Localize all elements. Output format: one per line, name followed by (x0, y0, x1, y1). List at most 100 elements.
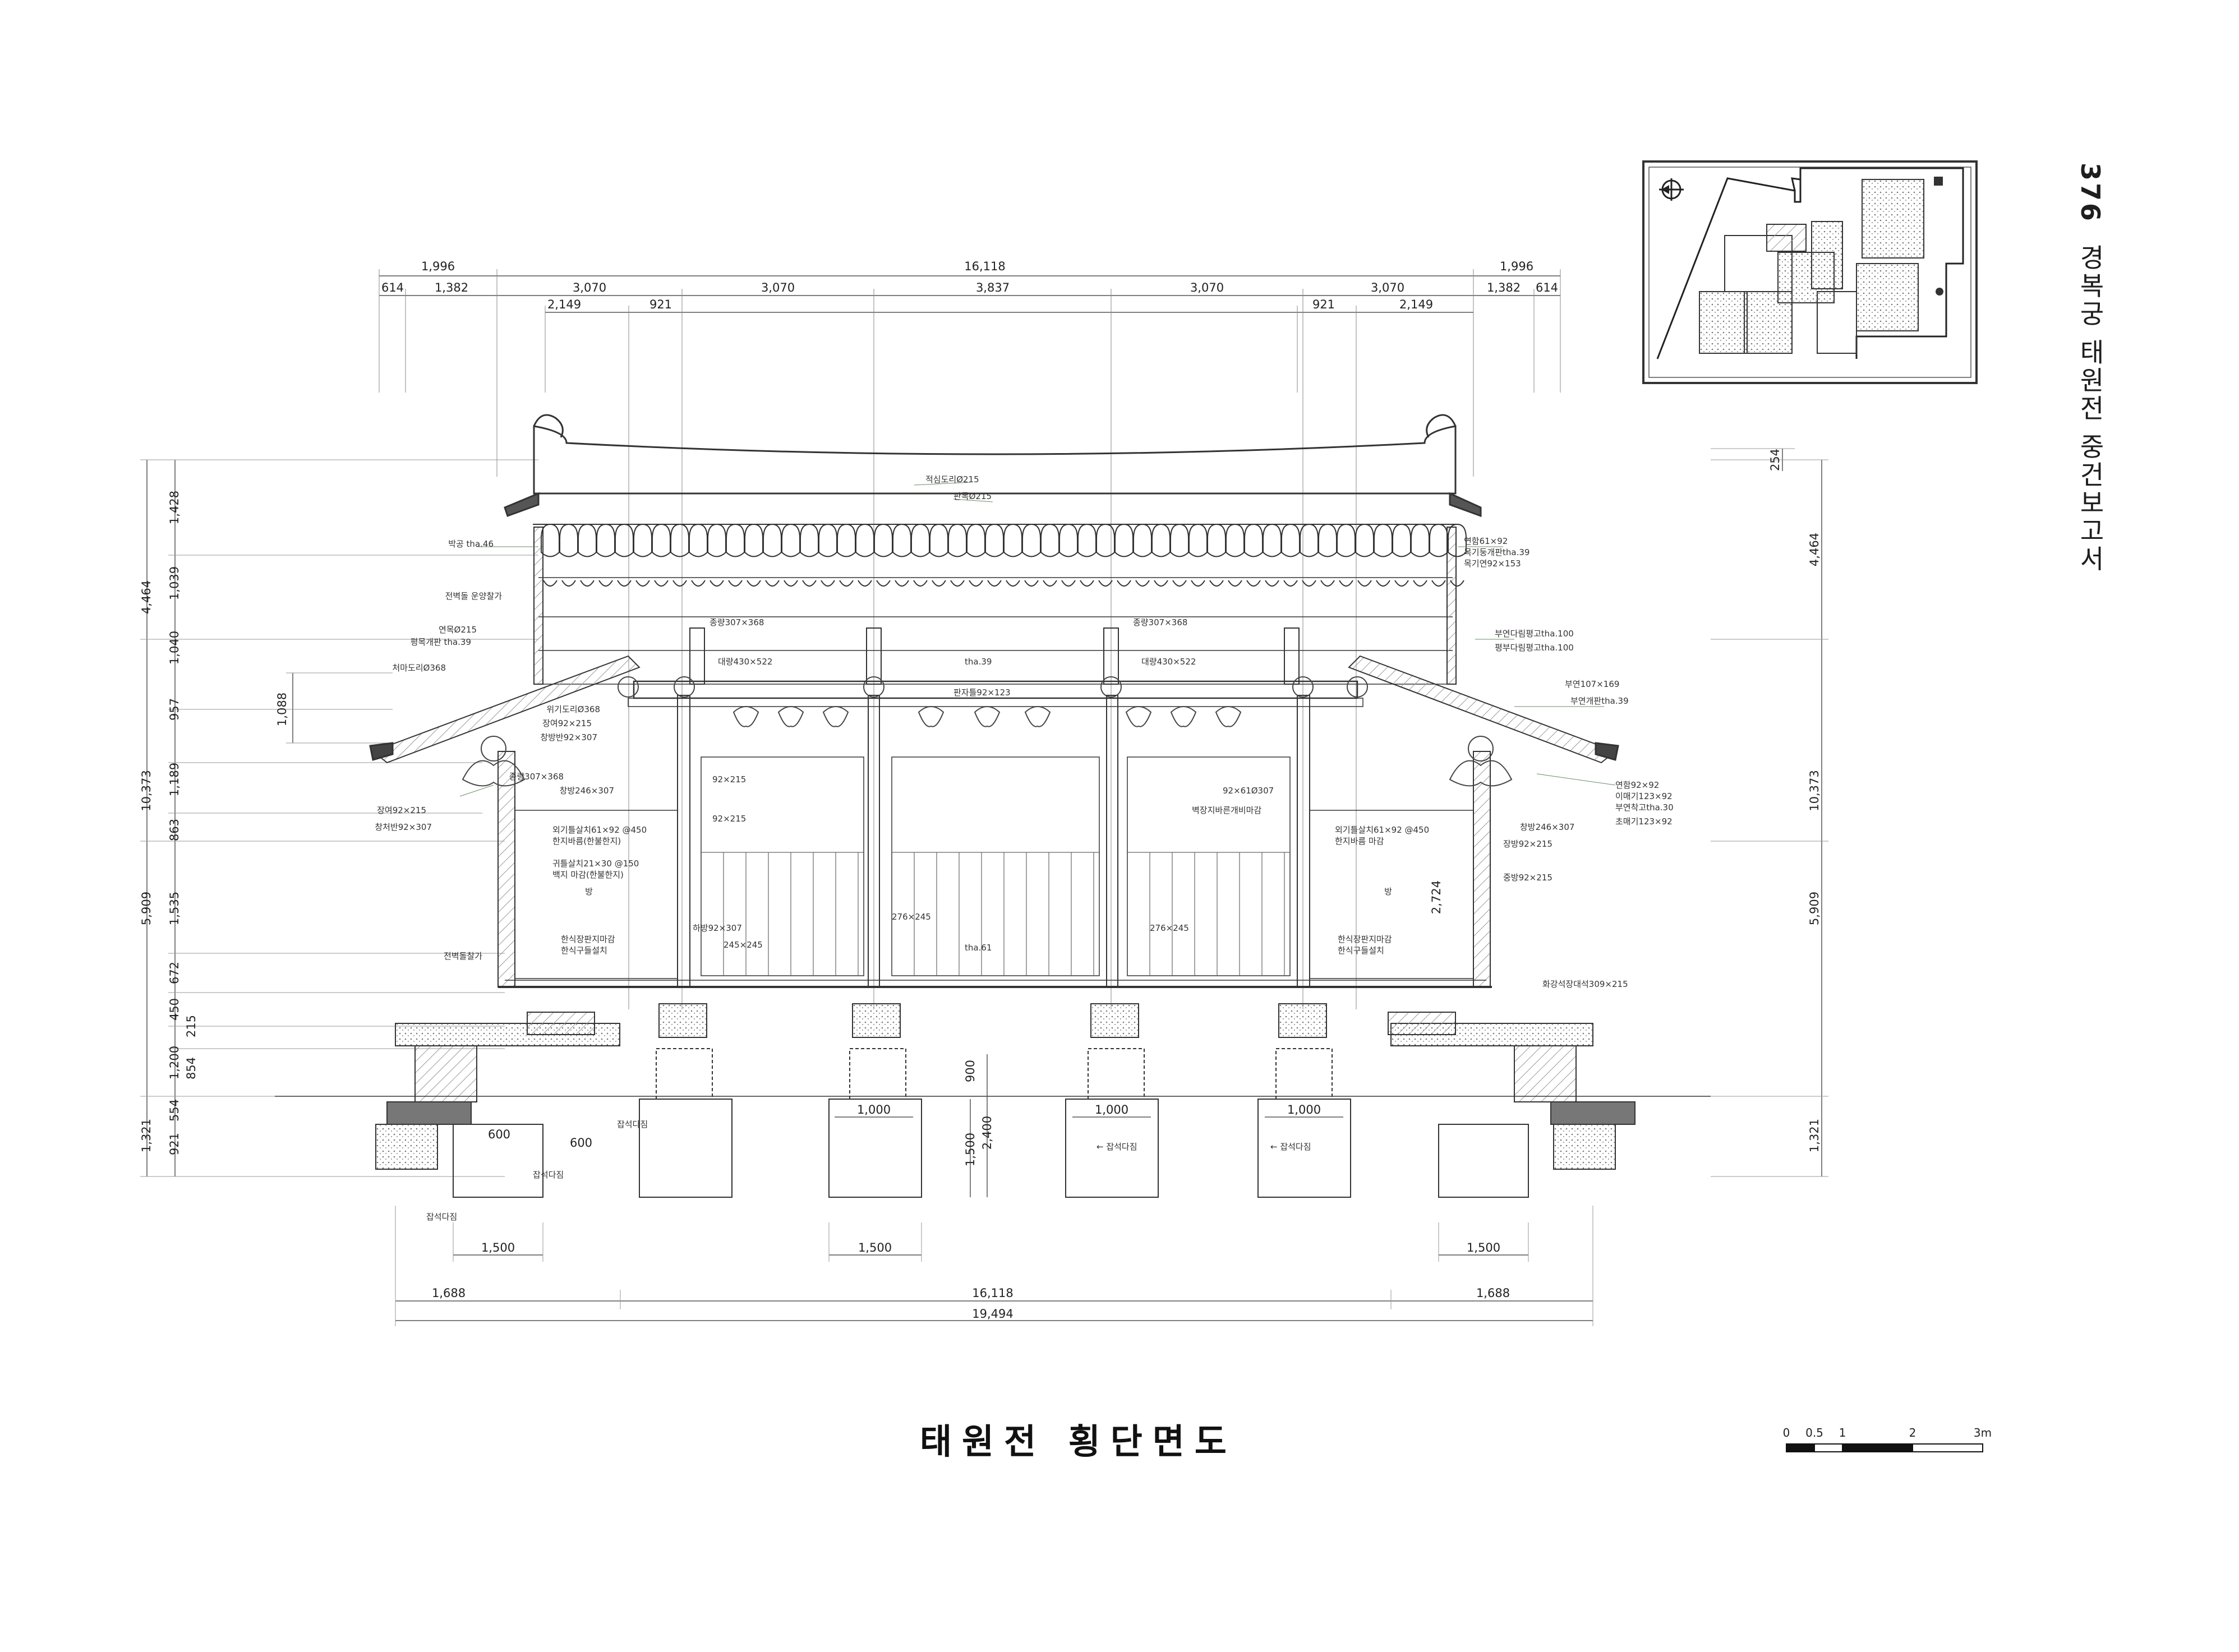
label-right-18: 한식장판지마감 (1338, 934, 1392, 944)
dim-top3-2: 921 (1312, 298, 1335, 311)
dim-right-0: 4,464 (1808, 533, 1821, 566)
label-left-9: 창방246×307 (560, 786, 614, 796)
label-center-7: 245×245 (724, 940, 763, 950)
dim-right-top: 254 (1768, 449, 1782, 471)
dim-top3-0: 2,149 (547, 298, 581, 311)
roof-tile (726, 523, 745, 557)
room-right-label: 방 (1384, 887, 1392, 897)
dim-left1-10: 854 (185, 1057, 198, 1079)
roof-tile (1188, 523, 1208, 557)
purlin-round (674, 676, 695, 698)
rafter-end (580, 580, 595, 587)
roof-tile (559, 523, 578, 557)
rafter-end (1450, 580, 1464, 587)
label-left-3: 평목개판 tha.39 (411, 637, 471, 647)
bottom-dimension-text: 1,500 1,500 1,500 1,688 16,118 1,688 19,… (432, 880, 1510, 1321)
label-left-1: 전벽돌 운양찰가 (445, 591, 503, 601)
dim-left2-0: 4,464 (140, 580, 153, 614)
roof-tile (578, 523, 597, 557)
left-dimension-text: 1,428 1,039 1,040 957 1,189 863 1,535 67… (140, 491, 289, 1155)
roof-tile (670, 523, 689, 557)
foundation-note-3: ← 잡석다짐 (1097, 1142, 1137, 1152)
label-center-11: 종량307×368 (1133, 617, 1187, 627)
label-left-12: 전벽돌찰가 (444, 951, 482, 961)
dim-top2-1: 1,382 (435, 281, 468, 294)
rafter-end (913, 580, 928, 587)
dim-left1-0: 1,428 (168, 491, 181, 524)
north-arrow-icon (1659, 178, 1684, 201)
label-left-8: 종량307×368 (509, 772, 564, 782)
roof-tile (1040, 523, 1059, 557)
bracket-ornament (974, 706, 1001, 727)
label-center-0: 종량307×368 (710, 617, 764, 627)
roof-tile (1059, 523, 1078, 557)
rafter-end (1302, 580, 1316, 587)
roof-tile (1226, 523, 1245, 557)
rafter-end (950, 580, 965, 587)
foundation-note-4: ← 잡석다짐 (1270, 1142, 1311, 1152)
dim-top1-0: 1,996 (421, 260, 455, 273)
dim-left1-1: 1,039 (168, 566, 181, 600)
dim-left2-2: 5,909 (140, 892, 153, 925)
roof-tile (541, 523, 560, 557)
dim-foundation-w-0: 1,000 (857, 1103, 891, 1116)
rafter-end (839, 580, 854, 587)
rafter-end (876, 580, 891, 587)
foundations (275, 1003, 1711, 1198)
rafter-end (1061, 580, 1076, 587)
top-dimensions (379, 269, 1561, 1009)
dim-bottom2-0: 1,688 (432, 1286, 466, 1300)
rafter-end (1357, 580, 1372, 587)
bracket-ornament (1024, 706, 1051, 727)
rafter-end (1191, 580, 1205, 587)
roof-tile (855, 523, 874, 557)
brackets (462, 676, 1513, 787)
roof-tile (874, 523, 893, 557)
label-center-2: tha.39 (965, 657, 992, 667)
rafter-end (932, 580, 946, 587)
roof-tile (1170, 523, 1189, 557)
roof-tile (596, 523, 615, 557)
roof-tile (1133, 523, 1152, 557)
label-left-18: 한식구들설치 (561, 945, 607, 956)
purlin-round (1468, 736, 1494, 762)
rafter-end (802, 580, 817, 587)
label-left-5: 위기도리Ø368 (546, 704, 600, 714)
dim-bottom1-1: 1,500 (858, 1241, 892, 1254)
rafter-end (858, 580, 872, 587)
label-right-7: 연함92×92 (1615, 780, 1659, 790)
roof-tile (1374, 523, 1393, 557)
label-ridge-a: 적심도리Ø215 (925, 474, 979, 484)
dim-top2-5: 3,070 (1190, 281, 1224, 294)
label-right-20: 화강석장대석309×215 (1542, 979, 1628, 989)
dim-foundation-w-1: 1,000 (1095, 1103, 1128, 1116)
label-left-13: 외기틀살치61×92 @450 (552, 825, 647, 835)
dim-right-3: 1,321 (1808, 1119, 1821, 1152)
rafter-end (1228, 580, 1242, 587)
scale-tick-1: 0.5 (1805, 1426, 1823, 1439)
roof-tile (1207, 523, 1226, 557)
label-center-10: 276×245 (1150, 923, 1189, 933)
roof-tile (929, 523, 948, 557)
rafter-end (561, 580, 576, 587)
roof-tile (1448, 523, 1467, 557)
corner-bracket-cluster (1449, 760, 1513, 787)
rafter-end (1320, 580, 1335, 587)
roof-tile (1318, 523, 1337, 557)
label-right-11: 창방246×307 (1520, 822, 1574, 832)
rafter-end (1172, 580, 1187, 587)
label-right-19: 한식구들설치 (1338, 945, 1384, 956)
label-right-6: 부연개판tha.39 (1570, 696, 1629, 706)
foundation-note-1: 잡석다짐 (533, 1170, 564, 1180)
dim-left2-3: 1,321 (140, 1119, 153, 1152)
dim-left1-5: 863 (168, 819, 181, 841)
roof-tile (689, 523, 708, 557)
rafter-end (1376, 580, 1390, 587)
label-right-13: 중방92×215 (1503, 873, 1552, 883)
label-ridge-b: 판목Ø215 (953, 491, 992, 501)
book-header: 376 경복궁 태원전 중건보고서 (2042, 163, 2109, 574)
label-right-8: 이매기123×92 (1615, 791, 1673, 801)
bracket-ornament (777, 706, 804, 727)
rafter-end (672, 580, 687, 587)
room-left-label: 방 (585, 887, 593, 897)
